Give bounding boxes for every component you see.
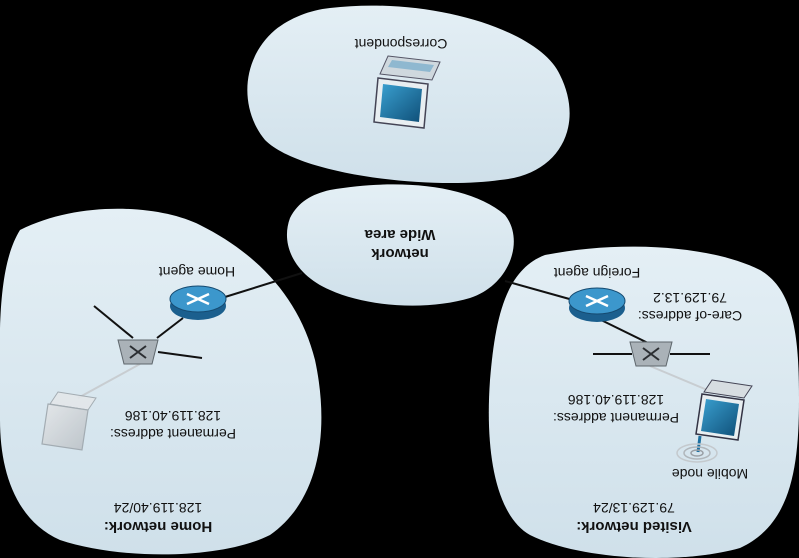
home-agent-router-icon	[169, 285, 227, 320]
mobile-ghost-link	[649, 365, 713, 393]
home-switch-icon	[117, 339, 159, 365]
visited-network-cloud	[488, 246, 799, 558]
visited-network-label: Visited network:	[576, 518, 692, 535]
home-switch-uplink	[93, 305, 134, 339]
home-laptop-ghost-link	[77, 363, 141, 399]
home-permanent-value: 128.119.40.186	[125, 408, 221, 424]
home-network-label: Home network:	[104, 518, 212, 535]
mobile-node-label: Mobile node	[672, 466, 748, 482]
home-permanent-label: Permanent address:	[110, 426, 236, 442]
visited-permanent-value: 128.119.40.186	[568, 392, 664, 408]
links	[93, 272, 710, 359]
home-network-cloud	[0, 208, 322, 555]
home-agent-wan-link	[224, 272, 303, 298]
foreign-agent-wan-link	[504, 280, 574, 301]
correspondent-computer-icon	[373, 55, 441, 129]
care-of-address-value: 79.129.13.2	[653, 290, 727, 306]
wireless-signal-icon	[676, 443, 718, 463]
home-agent-label: Home agent	[159, 264, 235, 280]
wide-area-label-line2: network	[371, 245, 429, 262]
home-laptop-ghost-icon	[41, 391, 97, 451]
foreign-agent-router-icon	[568, 287, 626, 322]
care-of-address-label: Care-of address:	[638, 308, 742, 324]
wide-area-cloud	[286, 184, 514, 306]
visited-permanent-label: Permanent address:	[553, 410, 679, 426]
visited-switch-icon	[629, 341, 673, 367]
foreign-agent-label: Foreign agent	[554, 265, 641, 281]
correspondent-label: Correspondent	[355, 36, 448, 52]
home-network-value: 128.119.40/24	[114, 500, 203, 516]
home-agent-switch-link	[156, 317, 184, 339]
visited-network-value: 79.129.13/24	[593, 500, 675, 516]
home-switch-stub	[157, 351, 203, 359]
wide-area-label-line1: Wide area	[364, 226, 435, 243]
foreign-agent-switch-link	[596, 317, 651, 345]
